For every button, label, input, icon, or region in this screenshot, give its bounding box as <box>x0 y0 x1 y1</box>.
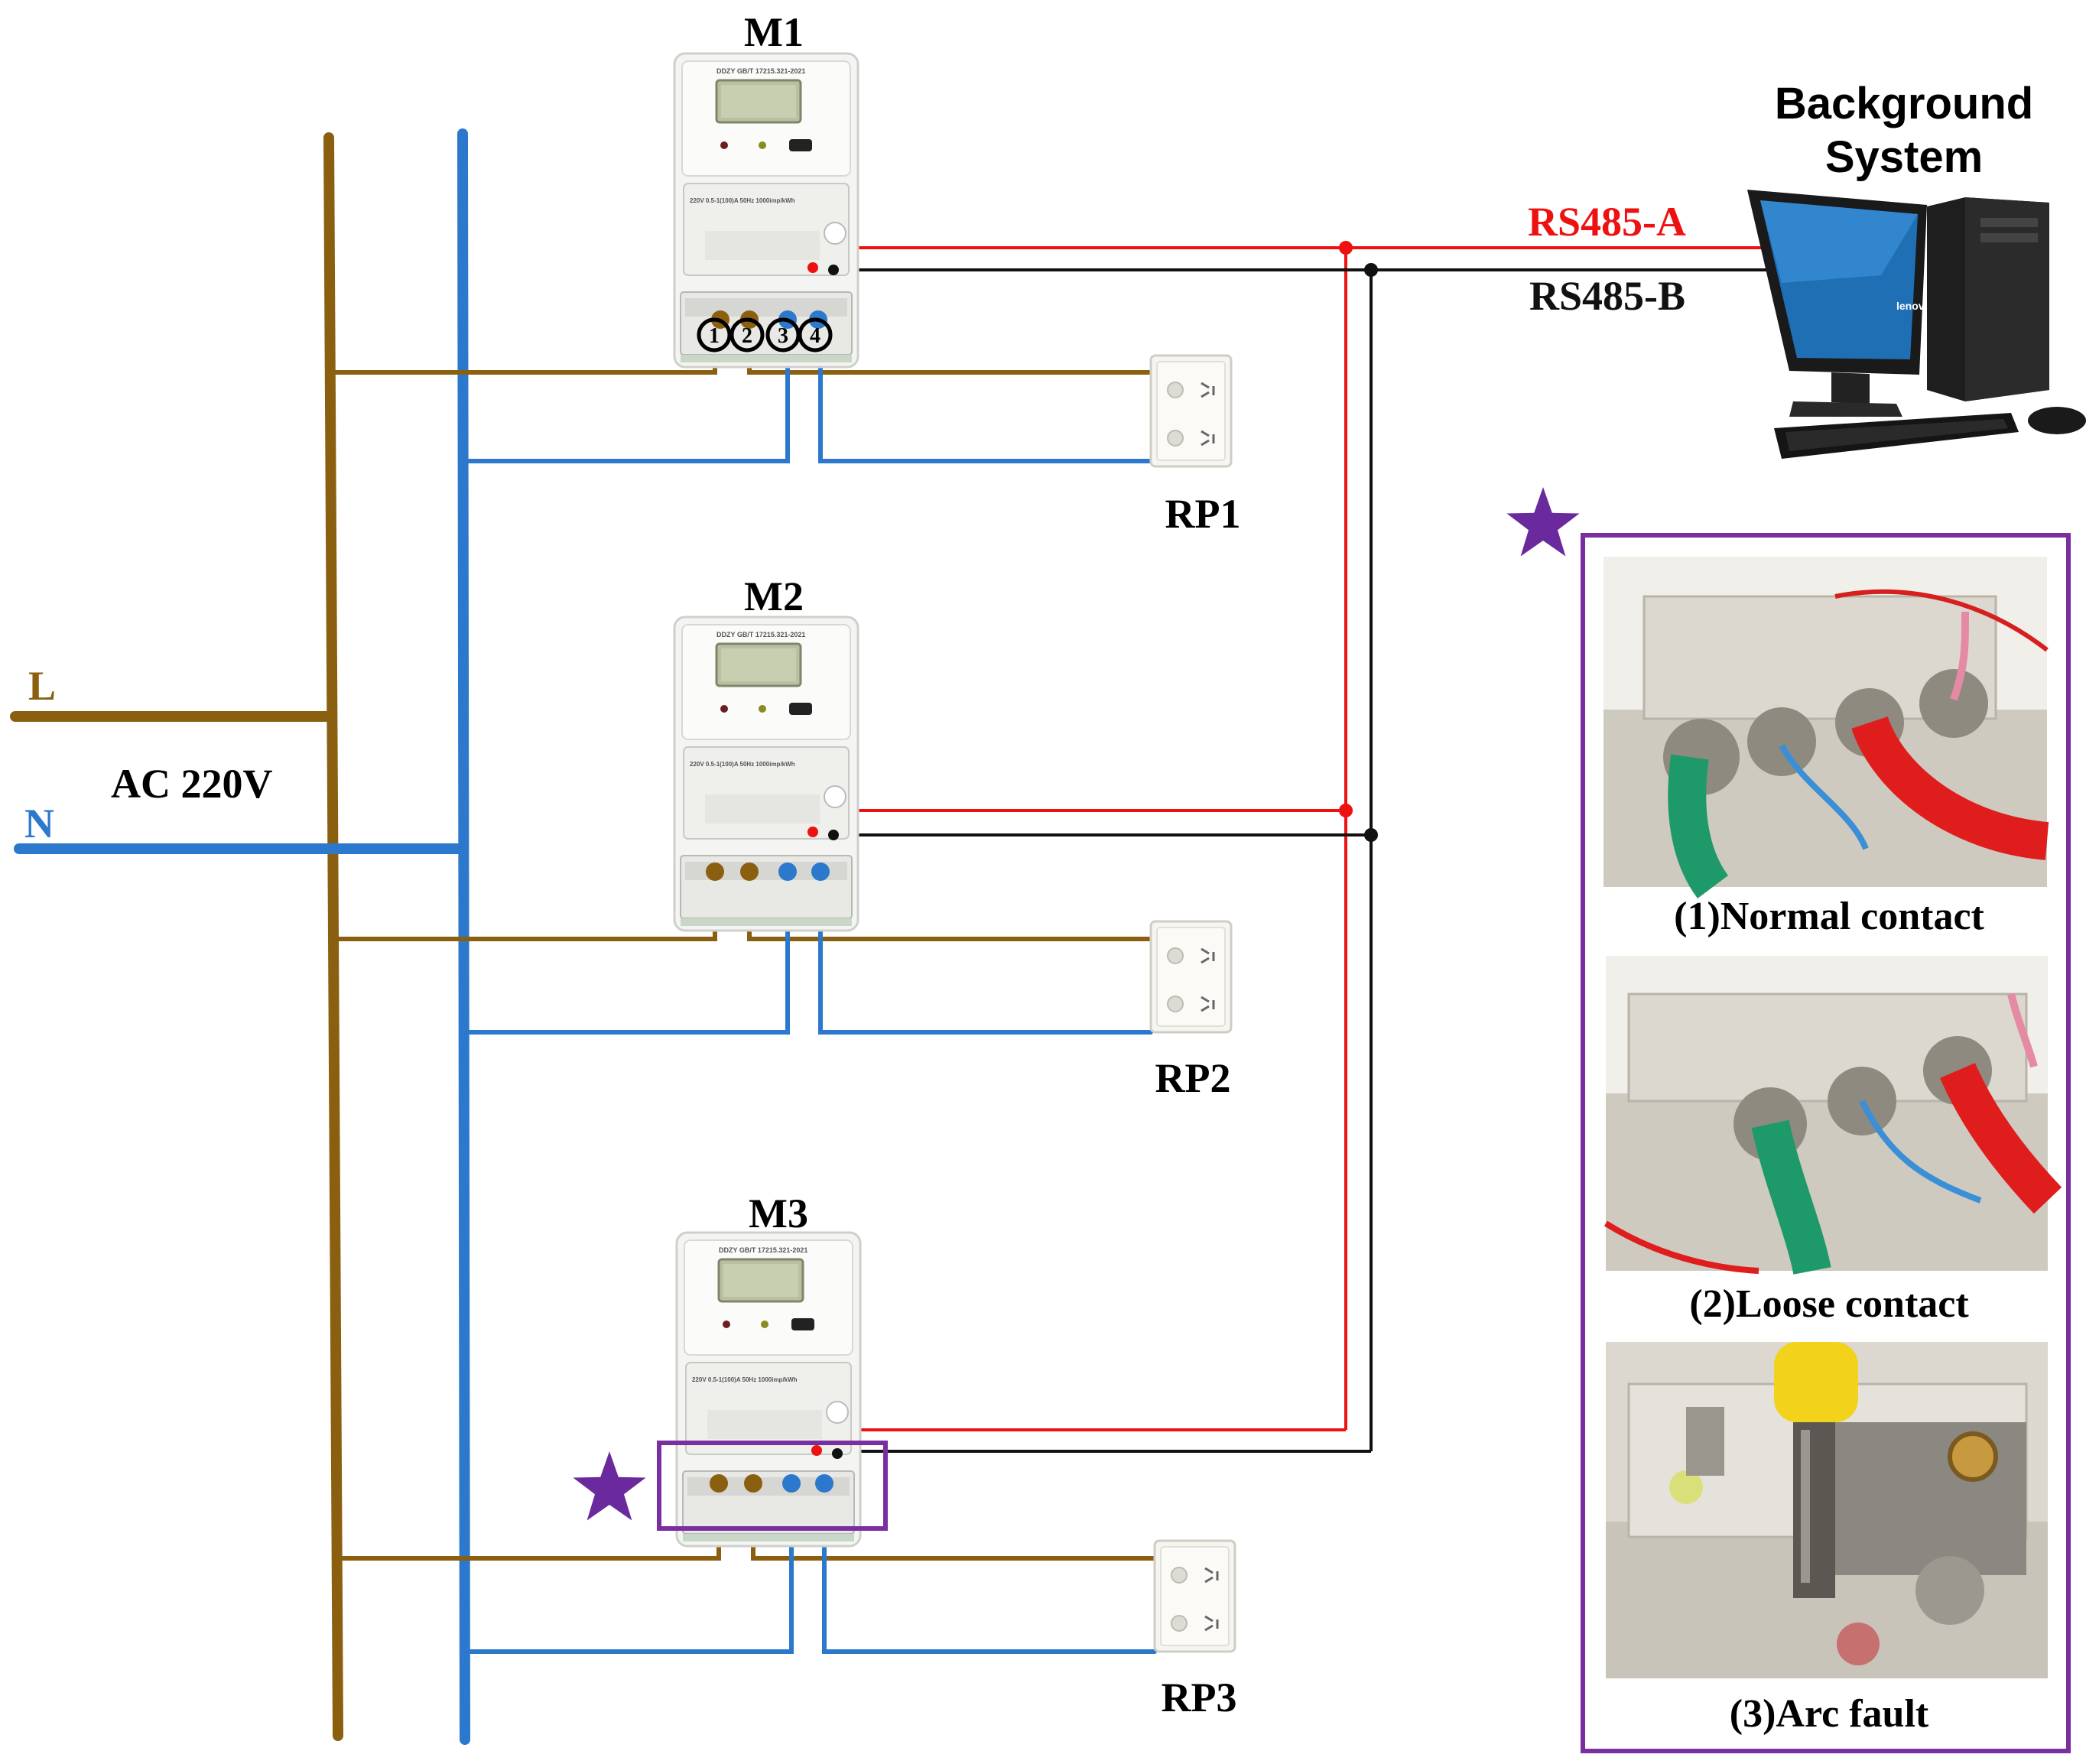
meter-m2: DDZY GB/T 17215.321-2021 220V 0.5-1(100)… <box>673 616 859 932</box>
receptacle-rp3 <box>1153 1539 1236 1653</box>
rs485-b-label: RS485-B <box>1529 273 1685 319</box>
meter-rating-text: 220V 0.5-1(100)A 50Hz 1000imp/kWh <box>690 761 795 768</box>
rs485-a-node-m1 <box>1339 241 1353 255</box>
brand-label: lenovo <box>1896 300 1931 312</box>
svg-text:3: 3 <box>778 324 788 348</box>
computer-icon: lenovo <box>1747 190 2086 459</box>
meter-label-m2: M2 <box>744 573 804 619</box>
receptacle-label-rp2: RP2 <box>1155 1055 1231 1101</box>
meter-label-m3: M3 <box>749 1191 808 1236</box>
photo-arc-fault <box>1606 1342 2048 1678</box>
receptacle-label-rp3: RP3 <box>1162 1675 1237 1720</box>
background-system-title-1: Background <box>1775 79 2033 128</box>
m3-terminal-highlight <box>657 1441 888 1531</box>
meter-rating-text: 220V 0.5-1(100)A 50Hz 1000imp/kWh <box>690 197 795 204</box>
svg-text:4: 4 <box>810 324 820 348</box>
m2-neutral-out <box>818 869 1153 1035</box>
supply-wiring <box>10 128 1157 1745</box>
receptacle-rp1 <box>1149 354 1233 468</box>
rs485-a-label: RS485-A <box>1528 199 1686 245</box>
meter-rating-text: 220V 0.5-1(100)A 50Hz 1000imp/kWh <box>692 1376 798 1383</box>
rs485-b-node-m2 <box>1364 828 1378 842</box>
meter-m3: DDZY GB/T 17215.321-2021 220V 0.5-1(100)… <box>675 1231 862 1548</box>
meter-label-m1: M1 <box>744 9 804 55</box>
background-system-title-2: System <box>1825 132 1983 182</box>
caption-loose-contact: (2)Loose contact <box>1689 1282 1969 1326</box>
neutral-label: N <box>24 801 54 846</box>
rs485-a-m2 <box>811 809 1346 832</box>
svg-text:2: 2 <box>742 324 752 348</box>
rs485-a-wire <box>811 246 1774 265</box>
m2-line-feed <box>332 869 717 941</box>
rs485-a-node-m2 <box>1339 804 1353 817</box>
caption-arc-fault: (3)Arc fault <box>1730 1692 1929 1736</box>
receptacle-rp2 <box>1149 920 1233 1034</box>
m3-neutral-out <box>822 1481 1157 1654</box>
meter-model-text: DDZY GB/T 17215.321-2021 <box>719 1246 807 1254</box>
receptacle-label-rp1: RP1 <box>1165 491 1241 537</box>
meter-model-text: DDZY GB/T 17215.321-2021 <box>716 67 805 75</box>
svg-text:1: 1 <box>709 324 720 348</box>
photo-loose-contact <box>1603 956 2062 1275</box>
rs485-a-m3 <box>815 1428 1346 1445</box>
rs485-b-node-m1 <box>1364 263 1378 277</box>
inset-star-icon <box>1506 487 1580 557</box>
m1-line-feed <box>330 326 717 375</box>
terminal-numbers: 1 2 3 4 <box>697 317 833 352</box>
photo-normal-contact <box>1603 557 2049 898</box>
m1-neutral-out <box>818 300 1153 463</box>
caption-normal-contact: (1)Normal contact <box>1674 895 1984 938</box>
star-icon <box>573 1451 646 1521</box>
meter-m1: DDZY GB/T 17215.321-2021 220V 0.5-1(100)… <box>673 52 859 369</box>
voltage-label: AC 220V <box>111 761 273 807</box>
line-bus-bar <box>323 132 343 1741</box>
line-label: L <box>28 663 56 709</box>
meter-model-text: DDZY GB/T 17215.321-2021 <box>716 631 805 638</box>
